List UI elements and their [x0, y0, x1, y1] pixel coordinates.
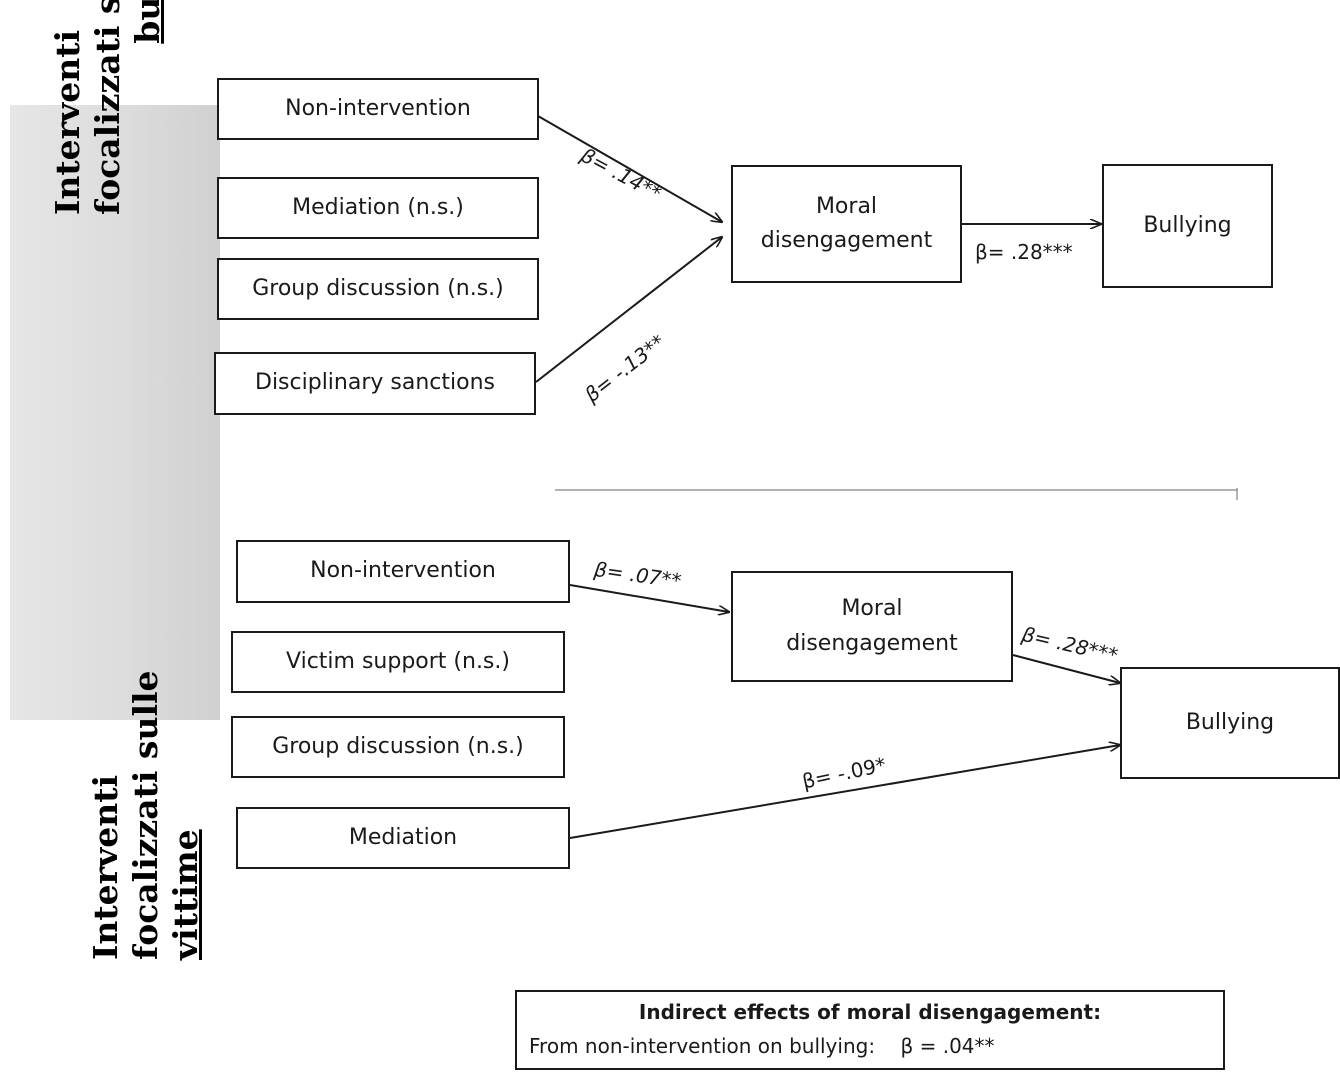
arrow-top-sanctions [535, 237, 722, 383]
note-title: Indirect effects of moral disengagement: [638, 1000, 1102, 1024]
bottom-box-victim-support: Victim support (n.s.) [231, 631, 565, 693]
bottom-box-moral-disengagement: Moral disengagement [731, 571, 1013, 682]
top-box-bullying: Bullying [1102, 164, 1273, 288]
top-box-non-intervention: Non-intervention [217, 78, 539, 140]
arrow-top-non-intervention [537, 115, 722, 222]
top-box-disciplinary-sanctions: Disciplinary sanctions [214, 352, 536, 415]
bottom-box-bullying: Bullying [1120, 667, 1340, 779]
top-label-md-bullying: β= .28*** [975, 240, 1073, 264]
top-box-group-discussion: Group discussion (n.s.) [217, 258, 539, 320]
note-line: From non-intervention on bullying: β = .… [529, 1034, 995, 1058]
bottom-box-group-discussion: Group discussion (n.s.) [231, 716, 565, 778]
arrow-bottom-non-intervention [569, 584, 729, 612]
arrow-bottom-mediation-bullying [569, 745, 1120, 839]
bottom-box-non-intervention: Non-intervention [236, 540, 570, 603]
top-box-mediation: Mediation (n.s.) [217, 177, 539, 239]
cartoon-illustration [10, 105, 220, 720]
indirect-effects-note: Indirect effects of moral disengagement:… [515, 990, 1225, 1070]
arrow-bottom-md-bullying [1012, 654, 1120, 683]
top-box-moral-disengagement: Moral disengagement [731, 165, 962, 283]
bottom-box-mediation: Mediation [236, 807, 570, 869]
